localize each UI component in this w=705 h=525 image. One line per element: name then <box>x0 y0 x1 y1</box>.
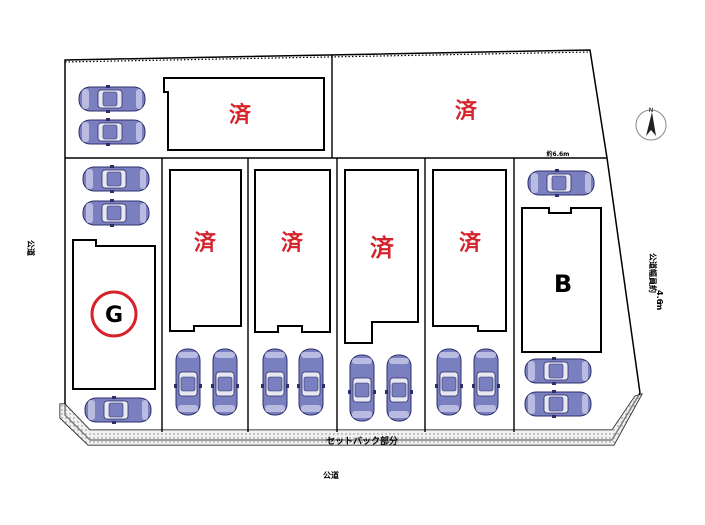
setback-label: セットバック部分 <box>326 435 398 447</box>
car <box>82 164 150 194</box>
road-label-left: 公道 <box>26 240 36 256</box>
car <box>260 348 290 416</box>
car <box>78 84 146 114</box>
road-label-bottom: 公道 <box>323 470 339 480</box>
road-width-line3: m <box>655 302 664 310</box>
building-lot-4 <box>432 169 507 332</box>
car <box>82 198 150 228</box>
car <box>524 389 592 419</box>
top-dotted-edge <box>64 51 591 63</box>
building-lot-2 <box>254 169 331 333</box>
car <box>347 354 377 422</box>
building-lot-1 <box>169 169 242 332</box>
sold-label-lot-1: 済 <box>194 230 217 256</box>
building-top-left <box>163 77 325 151</box>
road-width-line2: 4.6 <box>655 290 664 305</box>
sold-label-top-right: 済 <box>455 98 478 124</box>
lot-g-marker <box>90 290 138 338</box>
lot-g-label: G <box>105 303 123 328</box>
building-lot-3 <box>344 169 419 344</box>
car <box>524 356 592 386</box>
sold-label-top-left: 済 <box>229 102 252 128</box>
car <box>384 354 414 422</box>
lot-b-label: B <box>554 270 572 298</box>
car <box>471 348 501 416</box>
sold-label-lot-2: 済 <box>281 230 304 256</box>
car <box>173 348 203 416</box>
car <box>434 348 464 416</box>
buildings <box>72 77 602 390</box>
car <box>78 117 146 147</box>
car <box>210 348 240 416</box>
sold-label-lot-3: 済 <box>370 234 395 262</box>
building-b <box>521 207 602 353</box>
lot-lines <box>65 55 607 432</box>
measure-label: 約6.6m <box>547 150 570 158</box>
sold-label-lot-4: 済 <box>459 230 482 256</box>
compass-icon: N <box>635 107 667 141</box>
road-width-line1: 公道幅員約 <box>648 253 658 293</box>
compass-north-label: N <box>649 107 654 114</box>
sold-labels: 済 済 済 済 済 済 <box>194 98 482 262</box>
car <box>296 348 326 416</box>
car <box>527 168 595 198</box>
road-width-label: 公道幅員約 4.6 m <box>648 253 664 310</box>
car <box>84 395 152 425</box>
